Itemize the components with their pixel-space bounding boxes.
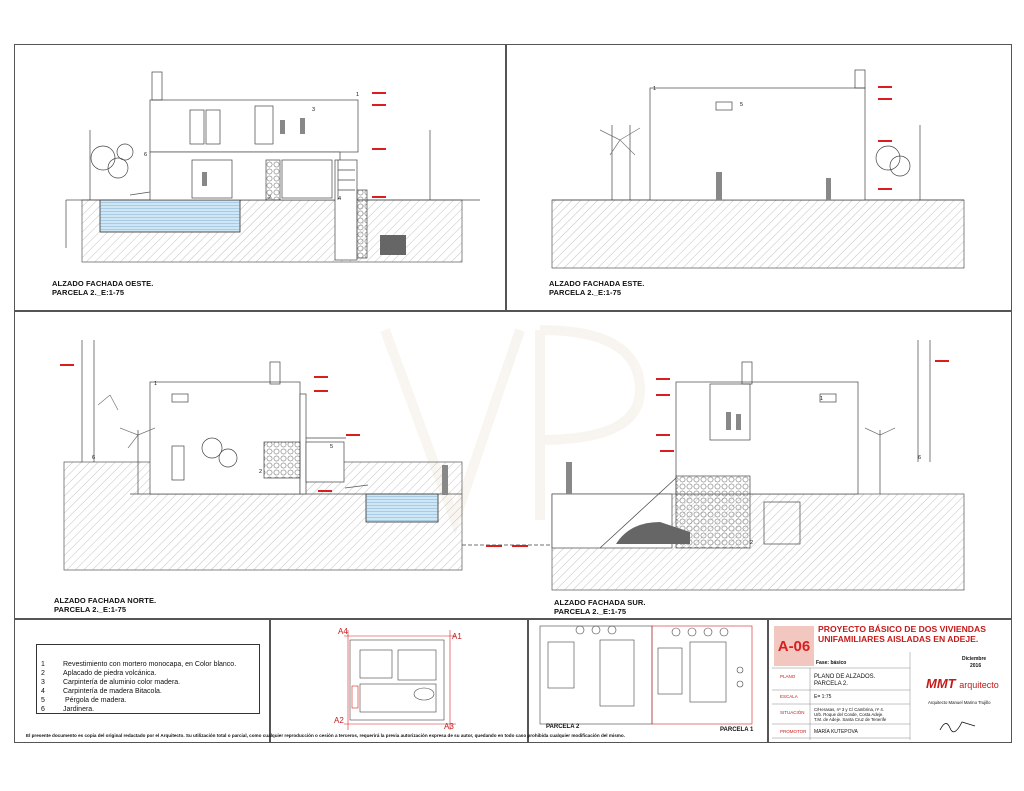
keyplan-label-a4: A4: [338, 627, 348, 636]
keyplan-label-a3: A3: [444, 722, 454, 731]
drawing-title-oeste: ALZADO FACHADA OESTE.PARCELA 2._E:1-75: [52, 279, 154, 297]
situacion-value-3: T.M. de Adeje. Santa Cruz de Tenerife: [814, 717, 887, 722]
callout-number: 5: [330, 444, 334, 450]
escala-value: E= 1:75: [814, 694, 832, 700]
callout-number: 5: [740, 102, 744, 108]
situacion-value-2: Urb. Roque del Conde, Costa Adeje.: [814, 712, 884, 717]
escala-label: ESCALA: [780, 694, 798, 699]
plano-value-2: PARCELA 2.: [814, 681, 848, 687]
situacion-value: C/Herasas, nº 3 y C/ Cambrina, nº 4.: [814, 707, 885, 712]
callout-number: 6: [92, 455, 96, 461]
copyright-disclaimer: El presente documento es copia del origi…: [26, 733, 625, 738]
situacion-label: SITUACIÓN: [780, 710, 805, 715]
panel-cartouche: [768, 619, 1012, 743]
legend-item: 5 Pérgola de madera.: [41, 697, 127, 704]
elevation-sur: [551, 340, 965, 591]
cartouche-lines: [772, 652, 976, 740]
drawing-title-sur: ALZADO FACHADA SUR.PARCELA 2._E:1-75: [554, 598, 646, 616]
panel-este: [506, 44, 1012, 311]
architect-logo: MMT arquitecto: [926, 676, 999, 691]
date-year: 2016: [970, 663, 982, 669]
sheet-code: A-06: [774, 626, 814, 666]
site-label-parcela-1: PARCELA 1: [720, 727, 754, 733]
promotor-label: PROMOTOR: [780, 729, 807, 734]
callout-number: 1: [154, 381, 158, 387]
elevation-oeste: [65, 71, 480, 263]
project-title: PROYECTO BÁSICO DE DOS VIVIENDAS UNIFAMI…: [818, 624, 986, 644]
keyplan-label-a2: A2: [334, 716, 344, 725]
panel-site: [528, 619, 768, 743]
architect-name: Arquitecto Manuel Marino Trujillo: [928, 700, 991, 705]
callout-number: 6: [144, 152, 148, 158]
drawing-title-este: ALZADO FACHADA ESTE.PARCELA 2._E:1-75: [549, 279, 645, 297]
keyplan-label-a1: A1: [452, 632, 462, 641]
drawing-title-norte: ALZADO FACHADA NORTE.PARCELA 2._E:1-75: [54, 596, 157, 614]
callout-number: 2: [268, 195, 272, 201]
callout-number: 1: [356, 92, 360, 98]
panel-oeste: [14, 44, 506, 311]
panel-norte-sur: [14, 311, 1012, 619]
callout-number: 1: [820, 396, 824, 402]
promotor-value: MARÍA KUTEPOVA: [814, 729, 858, 735]
callout-number: 2: [750, 540, 754, 546]
plano-value: PLANO DE ALZADOS.: [814, 674, 876, 680]
panel-legend: [14, 619, 270, 743]
callout-number: 6: [918, 455, 922, 461]
callout-number: 3: [312, 107, 316, 113]
site-label-parcela-2: PARCELA 2: [546, 724, 580, 730]
plano-label: PLANO: [780, 674, 796, 679]
level-marks: [60, 86, 949, 547]
callout-number: 2: [259, 469, 263, 475]
site-plan-drawing: [539, 625, 753, 725]
keyplan-drawing: [344, 630, 456, 730]
project-phase: Fase: básico: [816, 660, 847, 666]
panel-keyplan: [270, 619, 528, 743]
callout-number: 4: [338, 196, 342, 202]
date-month: Diciembre: [962, 656, 987, 662]
elevation-norte: [63, 340, 552, 571]
callout-number: 1: [653, 86, 657, 92]
elevation-este: [551, 69, 965, 269]
